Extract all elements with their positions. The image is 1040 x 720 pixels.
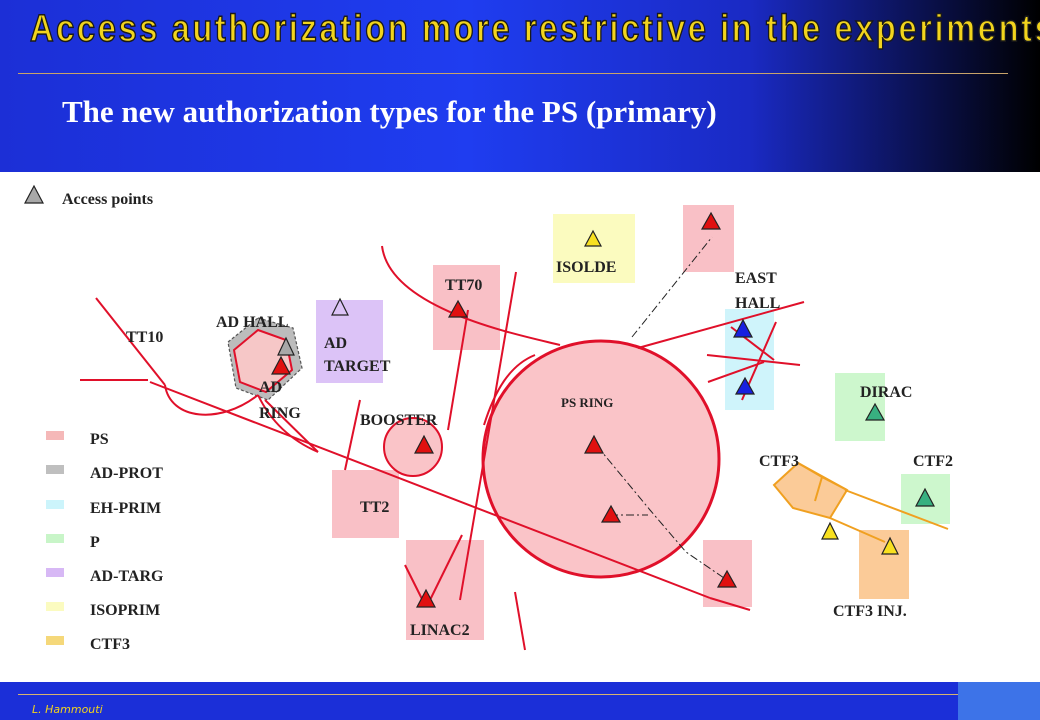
footer-divider xyxy=(18,694,1020,695)
legend-swatch xyxy=(46,431,64,440)
marker-dirac xyxy=(864,402,886,421)
legend-label: PS xyxy=(90,431,109,448)
legend-swatch xyxy=(46,534,64,543)
label-ad-ring-2: RING xyxy=(259,405,301,422)
label-ad-ring-1: AD xyxy=(259,379,282,396)
label-ad-target-2: TARGET xyxy=(324,358,391,375)
legend-item: P xyxy=(46,534,100,551)
label-isolde: ISOLDE xyxy=(556,259,616,276)
marker-ps-bottom xyxy=(716,569,738,588)
footer-bar: L. Hammouti xyxy=(0,682,1040,720)
zone-ad-target xyxy=(316,300,383,383)
zone-linac2 xyxy=(406,540,484,640)
zone-ctf3-inj xyxy=(859,530,909,599)
marker-east-hall-2 xyxy=(734,376,756,395)
legend-label: AD-PROT xyxy=(90,465,163,482)
marker-east-hall-1 xyxy=(733,318,753,338)
marker-ad-hall xyxy=(277,336,295,356)
legend-swatch xyxy=(46,568,64,577)
legend-item: AD-TARG xyxy=(46,568,164,585)
marker-linac2 xyxy=(416,588,436,608)
zone-ps-top xyxy=(683,205,734,272)
header-banner: Access authorization more restrictive in… xyxy=(0,0,1040,172)
label-tt70: TT70 xyxy=(445,277,482,294)
ctf3-complex xyxy=(772,461,949,543)
label-ps-ring: PS RING xyxy=(561,395,613,410)
label-dirac: DIRAC xyxy=(860,384,912,401)
page-title: Access authorization more restrictive in… xyxy=(29,7,1040,51)
label-tt10: TT10 xyxy=(126,329,163,346)
legend-item: AD-PROT xyxy=(46,465,163,482)
legend-item: EH-PRIM xyxy=(46,500,161,517)
marker-booster xyxy=(414,434,434,454)
zone-isolde xyxy=(553,214,635,283)
legend-swatch xyxy=(46,465,64,474)
marker-ad-ring xyxy=(271,355,291,375)
marker-ctf3 xyxy=(821,521,839,540)
marker-ps-top xyxy=(700,211,722,230)
legend-swatch xyxy=(46,500,64,509)
label-ctf2: CTF2 xyxy=(913,453,953,470)
legend: PS AD-PROT EH-PRIM P AD-TARG ISOPRIM CTF… xyxy=(46,431,164,653)
legend-item: ISOPRIM xyxy=(46,602,160,619)
legend-swatch xyxy=(46,636,64,645)
legend-swatch xyxy=(46,602,64,611)
label-ctf3-inj: CTF3 INJ. xyxy=(833,603,907,620)
label-linac2: LINAC2 xyxy=(410,622,470,639)
label-ad-target-1: AD xyxy=(324,335,347,352)
marker-ps-ring-2 xyxy=(600,504,622,523)
legend-item: PS xyxy=(46,431,109,448)
marker-ctf2 xyxy=(915,487,935,507)
label-ctf3: CTF3 xyxy=(759,453,799,470)
access-markers xyxy=(24,184,935,608)
legend-label: EH-PRIM xyxy=(90,500,161,517)
legend-label: P xyxy=(90,534,100,551)
booster-ring xyxy=(383,417,443,477)
label-tt2: TT2 xyxy=(360,499,389,516)
marker-ctf3-inj xyxy=(881,536,899,555)
zone-tt2 xyxy=(332,470,399,538)
legend-label: ISOPRIM xyxy=(90,602,160,619)
marker-ad-target xyxy=(331,297,349,316)
label-east-hall-1: EAST xyxy=(735,270,777,287)
header-divider xyxy=(18,73,1008,74)
legend-label: CTF3 xyxy=(90,636,130,653)
access-points-legend-icon xyxy=(24,184,44,204)
legend-label: AD-TARG xyxy=(90,568,164,585)
footer-corner-box xyxy=(958,682,1040,720)
ps-ring xyxy=(481,339,721,579)
label-booster: BOOSTER xyxy=(360,412,438,429)
marker-ps-ring-1 xyxy=(584,434,604,454)
page-subtitle: The new authorization types for the PS (… xyxy=(62,94,717,129)
access-points-label: Access points xyxy=(62,191,153,208)
marker-tt70 xyxy=(447,299,469,318)
marker-isolde xyxy=(584,229,602,247)
author-credit: L. Hammouti xyxy=(32,703,103,716)
label-ad-hall: AD HALL xyxy=(216,314,288,331)
label-east-hall-2: HALL xyxy=(735,295,780,312)
zone-tt70 xyxy=(433,265,500,350)
legend-item: CTF3 xyxy=(46,636,130,653)
